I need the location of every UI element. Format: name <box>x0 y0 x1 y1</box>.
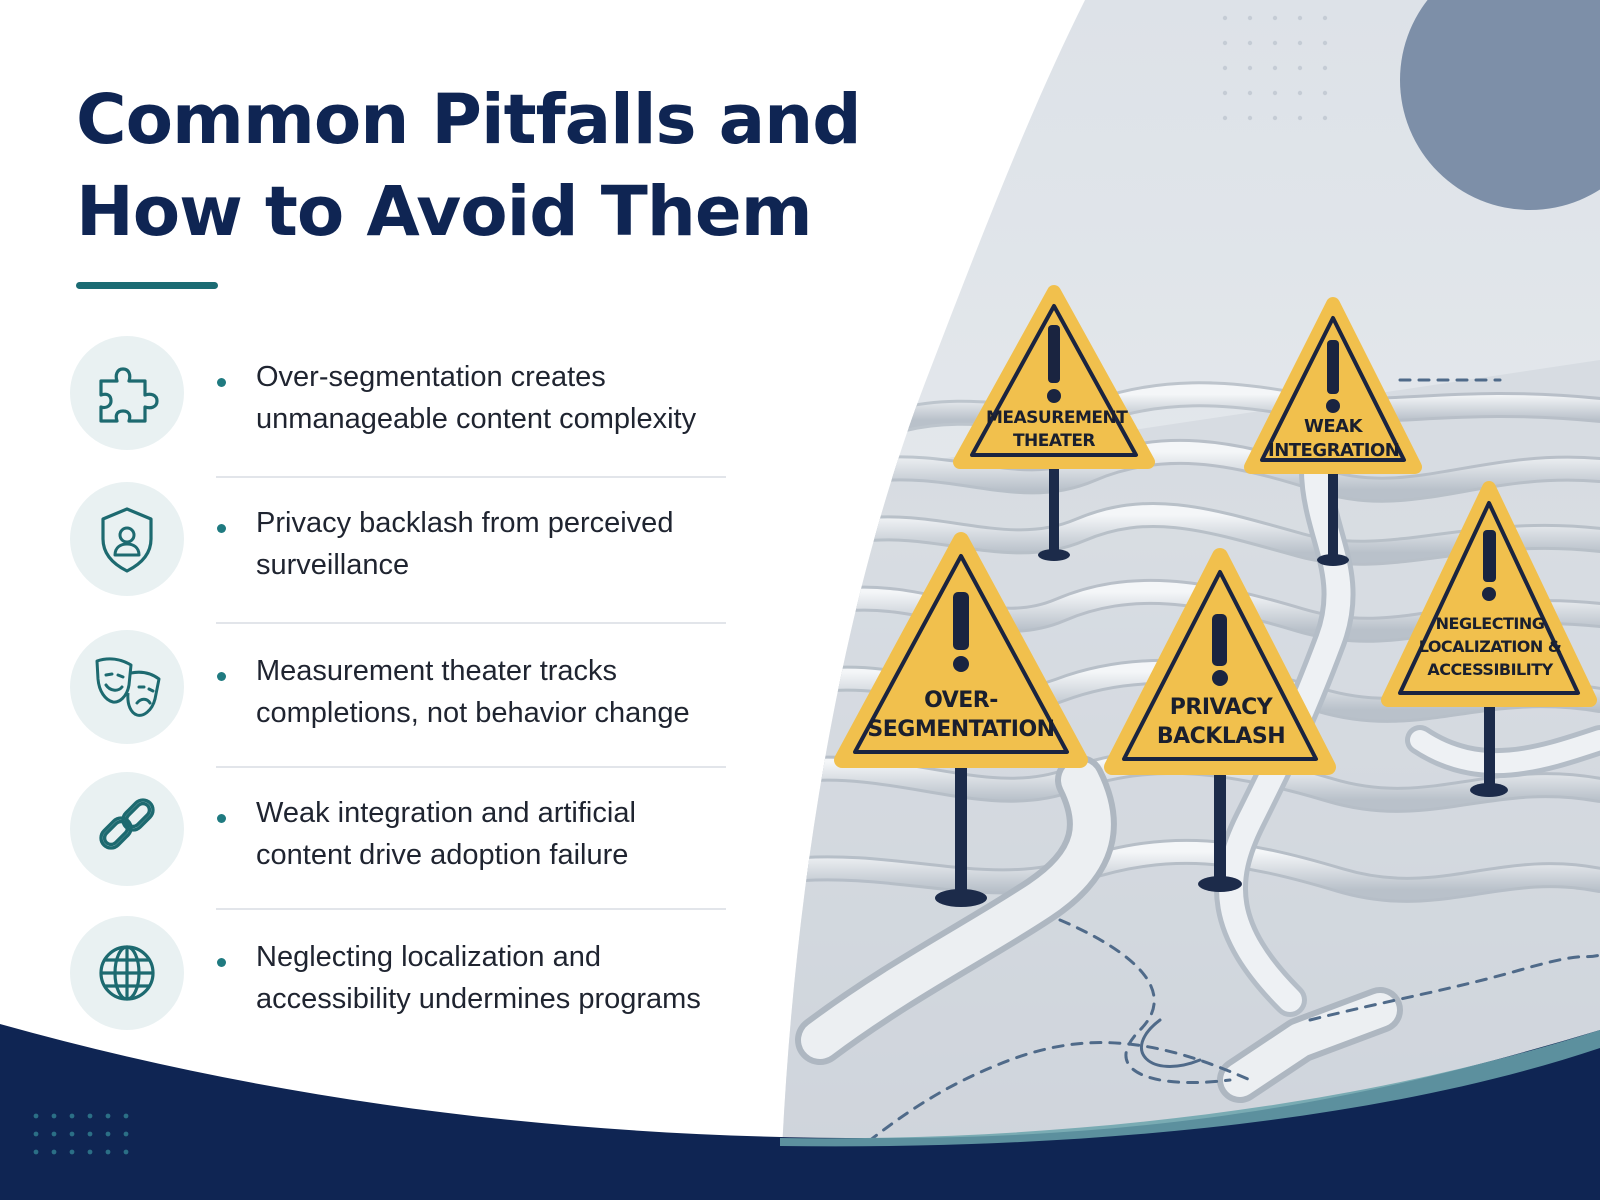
pitfall-text: Over-segmentation creates unmanageable c… <box>256 361 697 435</box>
list-item: Measurement theater tracks completions, … <box>70 630 730 746</box>
pitfall-text: Measurement theater tracks completions, … <box>256 655 690 729</box>
icon-badge <box>70 772 184 886</box>
list-item: Neglecting localization and accessibilit… <box>70 916 730 1032</box>
sign-over-segmentation: OVER-SEGMENTATION <box>867 688 1055 742</box>
pitfall-text: Neglecting localization and accessibilit… <box>256 941 701 1015</box>
divider <box>216 476 726 478</box>
sign-neglecting-localization: NEGLECTING LOCALIZATION & ACCESSIBILITY <box>1418 614 1562 679</box>
theater-masks-icon <box>95 657 161 717</box>
pitfall-text: Privacy backlash from perceived surveill… <box>256 507 674 581</box>
page-title: Common Pitfalls and How to Avoid Them <box>76 74 936 258</box>
list-item: Over-segmentation creates unmanageable c… <box>70 336 730 452</box>
puzzle-piece-icon <box>99 367 159 423</box>
bullet <box>217 672 226 681</box>
globe-icon <box>99 945 155 1001</box>
divider <box>216 622 726 624</box>
title-line-1: Common Pitfalls and <box>76 80 862 160</box>
divider <box>216 908 726 910</box>
chain-link-icon <box>99 798 155 850</box>
bullet <box>217 524 226 533</box>
icon-badge <box>70 336 184 450</box>
shield-user-icon <box>101 507 153 573</box>
bullet <box>217 378 226 387</box>
title-line-2: How to Avoid Them <box>76 172 813 252</box>
divider <box>216 766 726 768</box>
icon-badge <box>70 916 184 1030</box>
sign-weak-integration: WEAK INTEGRATION <box>1268 416 1400 461</box>
title-underline <box>76 282 218 289</box>
list-item: Privacy backlash from perceived surveill… <box>70 482 730 598</box>
icon-badge <box>70 482 184 596</box>
list-item: Weak integration and artificial content … <box>70 772 730 888</box>
bullet <box>217 958 226 967</box>
icon-badge <box>70 630 184 744</box>
sign-measurement-theater: MEASUREMENT THEATER <box>986 408 1128 451</box>
sign-privacy-backlash: PRIVACY BACKLASH <box>1156 695 1286 749</box>
bullet <box>217 814 226 823</box>
pitfall-text: Weak integration and artificial content … <box>256 797 636 871</box>
